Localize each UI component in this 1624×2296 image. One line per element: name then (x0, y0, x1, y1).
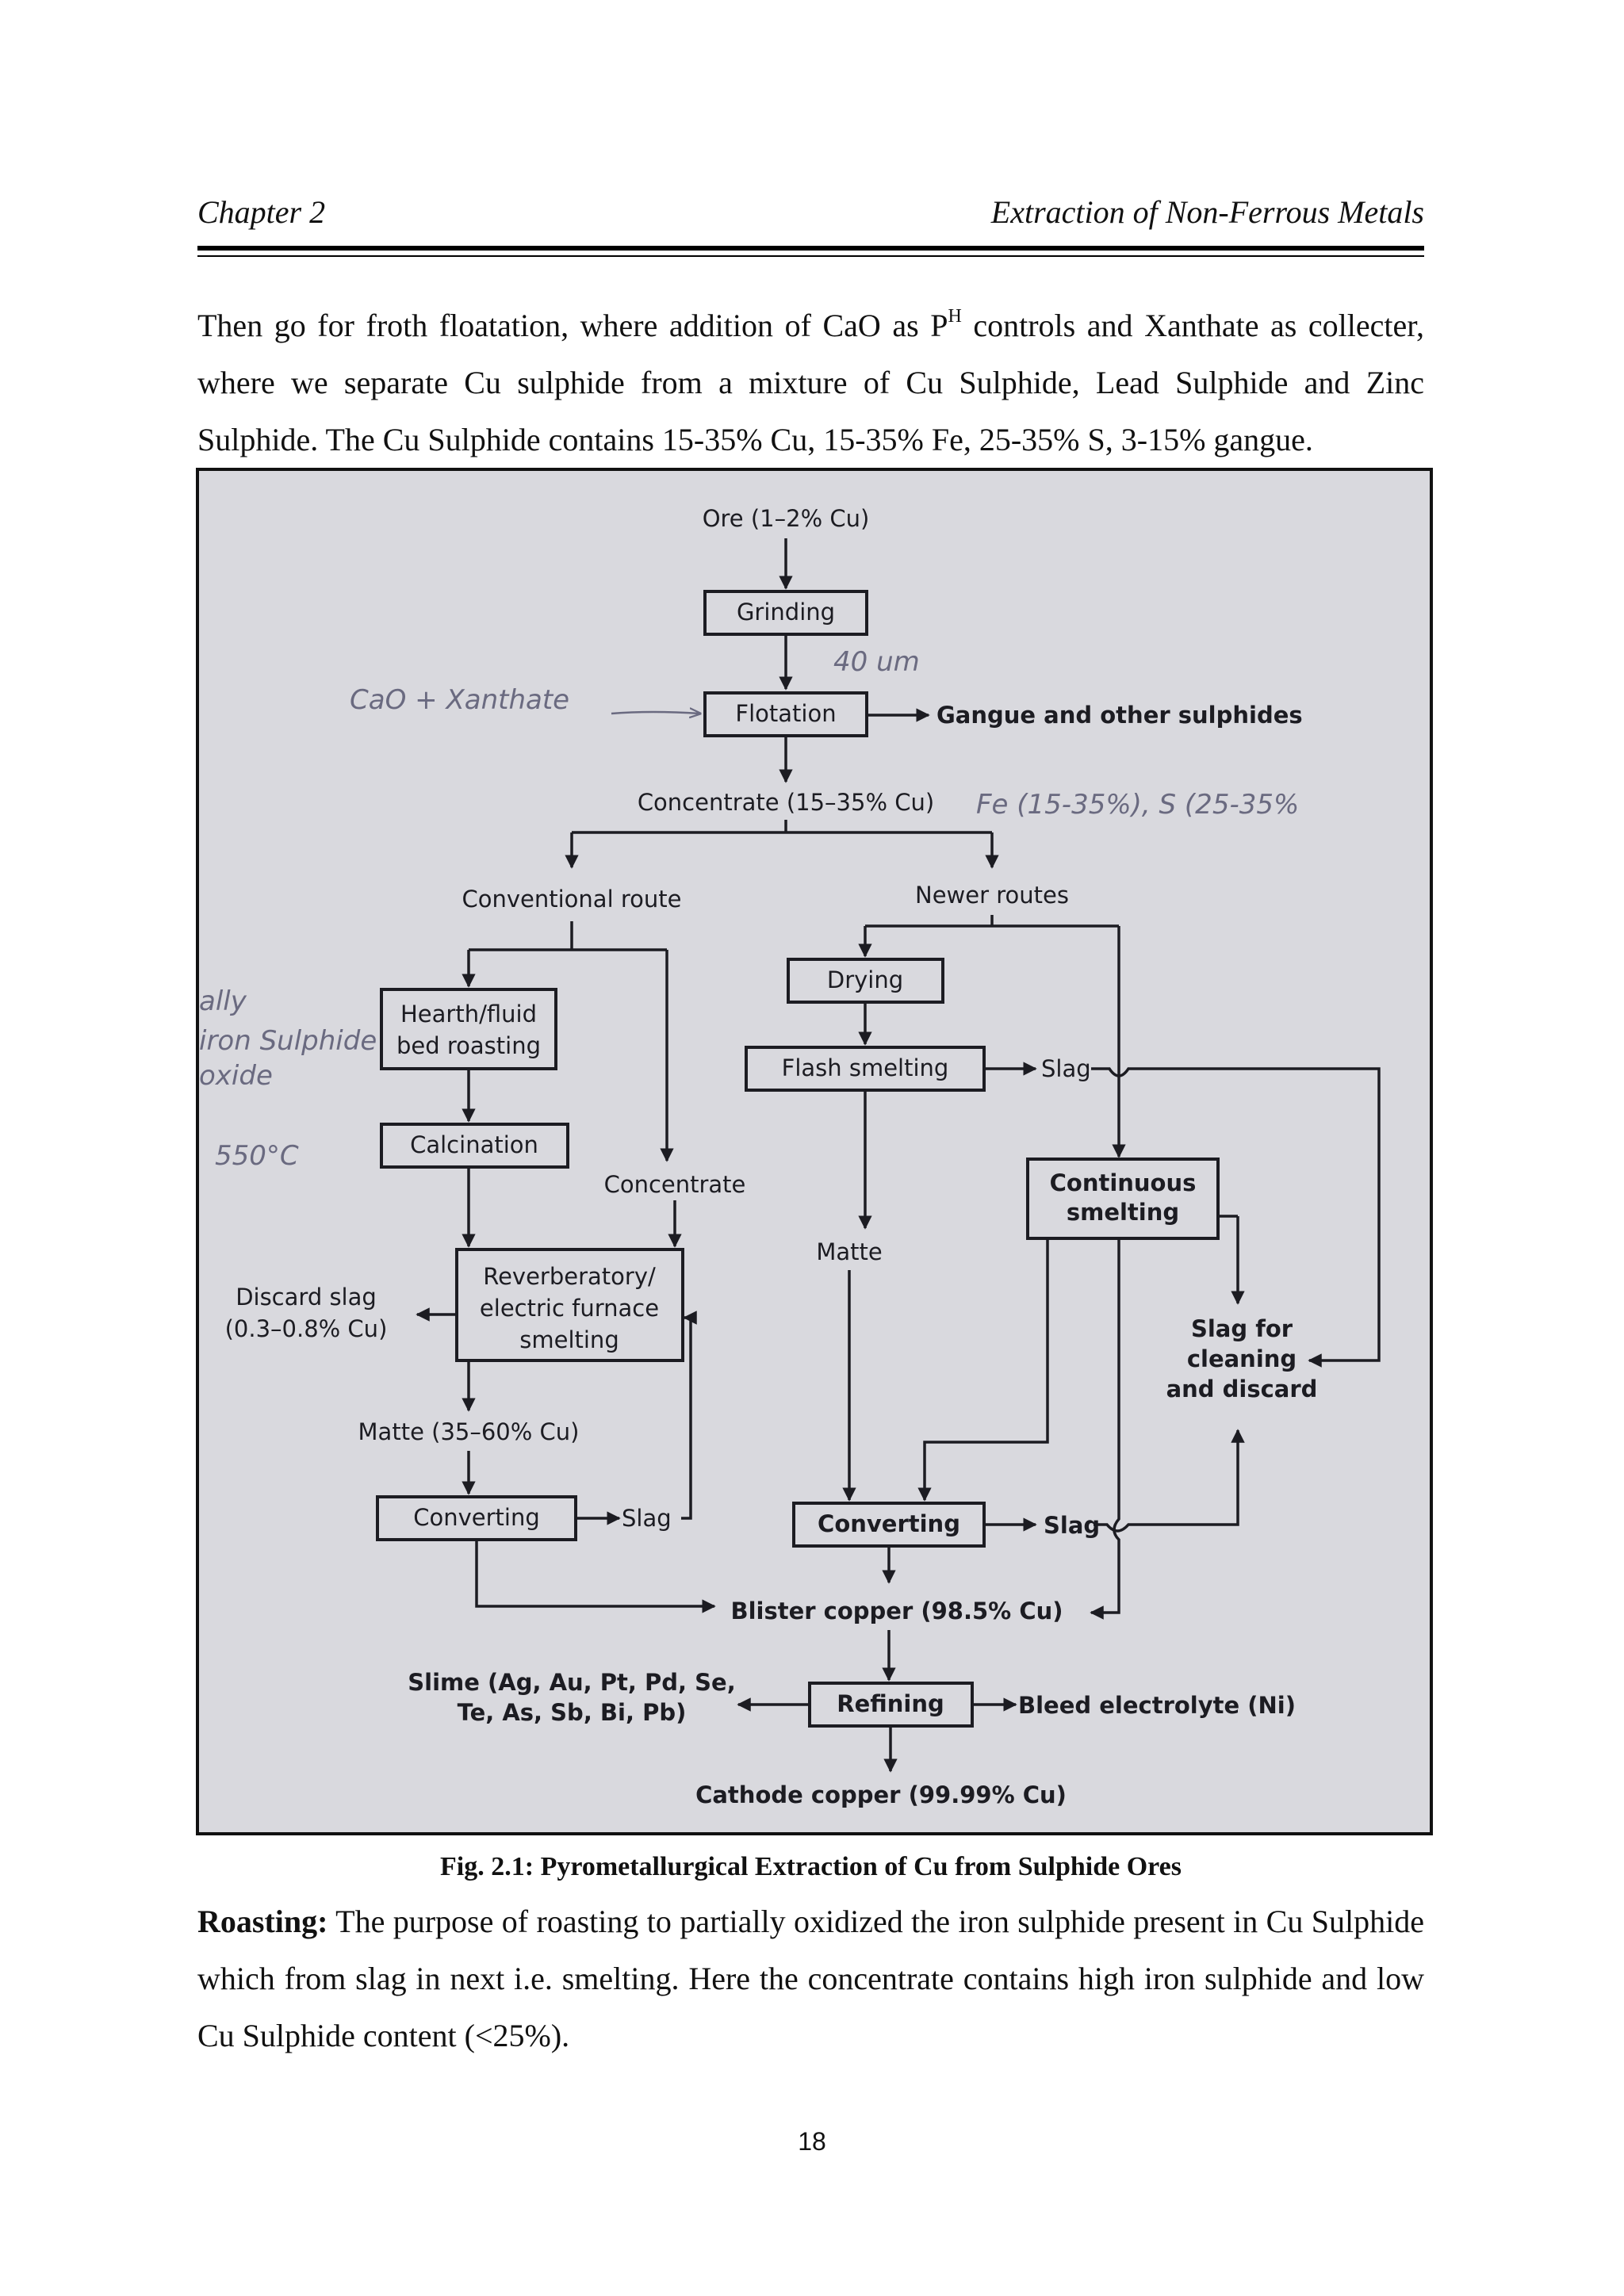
roasting-label: Roasting: (197, 1904, 328, 1939)
hw-um: 40 um (833, 646, 920, 678)
intro-paragraph: Then go for froth floatation, where addi… (197, 297, 1424, 469)
intro-sup: H (948, 306, 962, 327)
roasting-paragraph: Roasting: The purpose of roasting to par… (197, 1893, 1424, 2064)
node-drying: Drying (827, 966, 903, 993)
intro-text-2: controls and Xanthate as collecter, wher… (197, 308, 1424, 457)
arrow-slag-to-cleaning (1094, 1429, 1245, 1533)
node-flash: Flash smelting (782, 1054, 949, 1081)
hw-side-2: iron Sulphide (199, 1025, 377, 1057)
arrow-continuous-converting (917, 1238, 1049, 1502)
node-hearth-2: bed roasting (396, 1032, 541, 1059)
hw-side-1: ally (199, 985, 247, 1017)
node-slag-flash: Slag (1041, 1055, 1091, 1082)
node-converting-conv: Converting (413, 1504, 540, 1531)
flowchart-figure: Ore (1–2% Cu) Grinding 40 um CaO + Xanth… (196, 468, 1433, 1835)
node-gangue: Gangue and other sulphides (936, 702, 1303, 729)
node-slagfor-1: Slag for (1191, 1315, 1293, 1342)
node-slag-new: Slag (1044, 1512, 1100, 1539)
node-converting-new: Converting (818, 1510, 960, 1537)
roasting-text: The purpose of roasting to partially oxi… (197, 1904, 1424, 2053)
node-flotation: Flotation (735, 700, 836, 727)
intro-text-1: Then go for froth floatation, where addi… (197, 308, 948, 343)
box-reverb (455, 1248, 684, 1362)
node-reverb-1: Reverberatory/ (483, 1263, 656, 1290)
arrow-conv-blister (475, 1540, 716, 1613)
node-reverb-2: electric furnace (480, 1295, 659, 1322)
node-discard-1: Discard slag (236, 1284, 377, 1311)
hw-arrow (611, 712, 700, 714)
box-calcination (380, 1123, 569, 1169)
hw-side-4: 550°C (215, 1140, 299, 1172)
node-concentrate2: Concentrate (604, 1171, 746, 1198)
hw-fe-s: Fe (15-35%), S (25-35% (976, 789, 1299, 821)
chapter-label: Chapter 2 (197, 194, 326, 230)
header-rule-thin (197, 255, 1424, 257)
node-conventional: Conventional route (462, 886, 682, 913)
node-refining: Refining (837, 1690, 944, 1717)
node-reverb-3: smelting (519, 1326, 619, 1353)
node-cathode: Cathode copper (99.99% Cu) (695, 1781, 1067, 1808)
node-slagfor-2: cleaning (1187, 1345, 1297, 1372)
node-continuous-2: smelting (1067, 1199, 1179, 1226)
node-blister: Blister copper (98.5% Cu) (730, 1598, 1063, 1624)
node-discard-2: (0.3–0.8% Cu) (225, 1315, 388, 1342)
node-hearth-1: Hearth/fluid (400, 1001, 537, 1027)
hw-side-3: oxide (199, 1060, 273, 1092)
node-slag-conv: Slag (622, 1505, 672, 1532)
header-rule-thick (197, 246, 1424, 251)
node-ore: Ore (1–2% Cu) (703, 505, 870, 532)
line-slag-back-to-reverb (681, 1311, 697, 1520)
node-continuous-1: Continuous (1050, 1169, 1197, 1196)
node-newer: Newer routes (915, 882, 1069, 909)
node-matte: Matte (816, 1238, 882, 1265)
page-number: 18 (798, 2127, 826, 2156)
node-matte2: Matte (35–60% Cu) (358, 1418, 580, 1445)
node-concentrate: Concentrate (15–35% Cu) (638, 789, 934, 816)
line-slag-to-cleaning (1091, 1067, 1381, 1368)
node-slagfor-3: and discard (1166, 1376, 1318, 1402)
node-slime-2: Te, As, Sb, Bi, Pb) (458, 1699, 687, 1726)
arrow-continuous-blister (1090, 1238, 1120, 1620)
node-slime-1: Slime (Ag, Au, Pt, Pd, Se, (408, 1669, 735, 1696)
chapter-title: Extraction of Non-Ferrous Metals (990, 194, 1424, 230)
node-calcination: Calcination (410, 1131, 538, 1158)
box-continuous (1026, 1158, 1220, 1240)
flowchart-svg: Ore (1–2% Cu) Grinding 40 um CaO + Xanth… (199, 505, 1381, 1808)
hw-cao-xanthate: CaO + Xanthate (350, 684, 569, 716)
node-bleed: Bleed electrolyte (Ni) (1018, 1692, 1296, 1719)
node-grinding: Grinding (737, 599, 835, 626)
figure-caption: Fig. 2.1: Pyrometallurgical Extraction o… (440, 1852, 1182, 1881)
